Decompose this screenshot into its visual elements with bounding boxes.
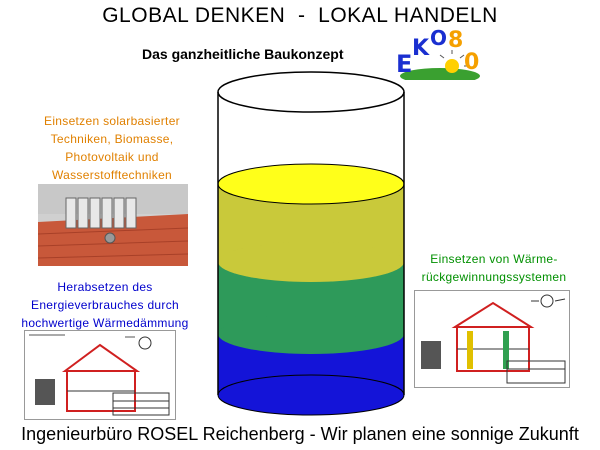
insulation-caption: Herabsetzen des Energieverbrauches durch… bbox=[21, 280, 189, 330]
footer-text: Ingenieurbüro ROSEL Reichenberg - Wir pl… bbox=[21, 424, 579, 444]
logo-letter-k: K bbox=[412, 36, 430, 61]
logo-digit-8: 8 bbox=[448, 28, 464, 53]
insulation-house-plan bbox=[24, 330, 176, 420]
energy-cylinder bbox=[217, 71, 405, 416]
liquid-surface bbox=[217, 163, 405, 205]
logo-letter-o: O bbox=[430, 26, 448, 50]
heat-recovery-house-plan bbox=[414, 290, 570, 388]
eko80-logo: E K O 8 0 bbox=[394, 26, 486, 80]
logo-sun-landscape-icon bbox=[400, 50, 480, 80]
cylinder-bottom bbox=[217, 374, 405, 416]
logo-digit-0: 0 bbox=[464, 50, 480, 75]
solar-caption: Einsetzen solarbasierter Techniken, Biom… bbox=[44, 114, 180, 182]
heat-recovery-caption: Einsetzen von Wärme- rückgewinnungssyste… bbox=[421, 252, 567, 284]
page-title: GLOBAL DENKEN - LOKAL HANDELN bbox=[102, 4, 498, 27]
logo-letter-e: E bbox=[396, 50, 413, 78]
cylinder-top bbox=[217, 71, 405, 113]
solar-roof-photo bbox=[38, 184, 188, 266]
subtitle: Das ganzheitliche Baukonzept bbox=[142, 46, 344, 62]
